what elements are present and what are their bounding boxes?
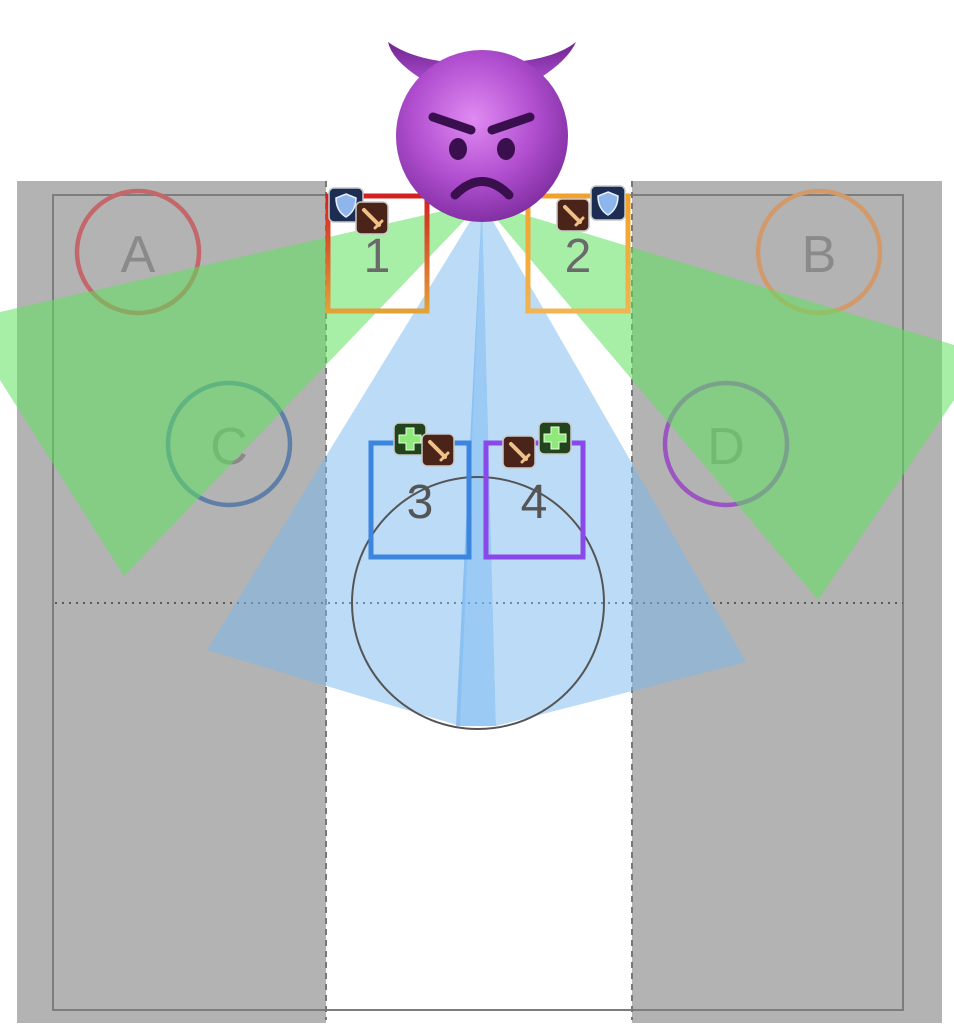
player-1-box: [325, 193, 430, 314]
waymark-b-label: B: [802, 226, 837, 284]
player-3-number: 3: [407, 476, 434, 529]
aoe-cone-center: [456, 202, 496, 726]
shield-icon: [590, 185, 626, 221]
player-1-marker: 1: [325, 193, 430, 314]
sword-icon: [502, 435, 536, 469]
devil-emoji-icon: [388, 42, 576, 222]
player-4-number: 4: [521, 476, 548, 529]
shield-icon: [328, 187, 364, 223]
boss-mouth: [450, 177, 514, 200]
aoe-cone-right: [482, 202, 746, 726]
tank-cone-right: [482, 202, 954, 600]
boss-right-eye: [497, 138, 515, 160]
boss-right-brow: [487, 112, 535, 135]
player-1-number: 1: [364, 230, 391, 283]
boss-left-eye: [449, 138, 467, 160]
stack-circle: [351, 476, 605, 730]
player-2-box: [525, 193, 631, 314]
boss-left-brow: [428, 112, 476, 135]
sword-icon: [421, 433, 455, 467]
player-2-marker: 2: [525, 193, 631, 314]
player-4-marker: 4: [483, 440, 586, 560]
player-2-number: 2: [565, 230, 592, 283]
waymark-a-label: A: [121, 226, 156, 284]
healer-cross-icon: [393, 422, 427, 456]
sword-icon: [355, 201, 389, 235]
boss-face: [396, 50, 568, 222]
aoe-cone-left: [207, 202, 482, 726]
tank-cone-left: [0, 202, 482, 576]
healer-cross-icon: [538, 421, 572, 455]
sword-icon: [556, 198, 590, 232]
